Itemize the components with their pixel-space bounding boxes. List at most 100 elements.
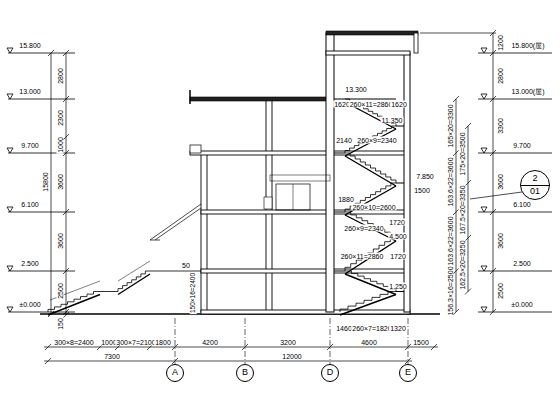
stair-steps: [345, 153, 396, 183]
drawing-label: ±0.000: [510, 301, 533, 308]
callout-divider: [521, 185, 549, 186]
drawing-label: 3200: [279, 339, 297, 346]
axis-line: [175, 318, 408, 364]
axis-label: E: [405, 368, 411, 377]
drawing-label: 1500: [412, 339, 430, 346]
window: [270, 175, 330, 181]
drawing-label: 4.500: [388, 233, 408, 240]
callout-number: 01: [530, 187, 540, 196]
stair-landing: [334, 99, 404, 292]
dimension-text: 175×20=3500: [459, 131, 466, 176]
drawing-label: 260×11=2860: [340, 253, 385, 260]
stair-slab: [340, 295, 396, 316]
drawing-label: 1880: [337, 196, 355, 203]
drawing-label: 1460: [335, 325, 353, 332]
drawing-label: 260×7=1820: [351, 325, 392, 332]
canopy: [150, 204, 201, 240]
wall: [201, 153, 207, 312]
elevation-marks: [7, 48, 552, 312]
dimension-text: 163.6×22=3600: [447, 156, 454, 207]
wall: [404, 53, 410, 312]
dimension-text: 156.3×16=2500: [447, 265, 454, 316]
dimension-text: 2800: [57, 67, 64, 85]
drawing-label: 300×7=2100: [115, 339, 156, 346]
stair-steps: [118, 271, 150, 292]
axis-label: A: [172, 368, 178, 377]
elevator-door: [293, 184, 294, 210]
callout-number: 2: [532, 174, 537, 183]
drawing-label: 260×11=2860: [349, 101, 394, 108]
drawing-label: 11.350: [381, 117, 404, 124]
floor-slab: [201, 269, 408, 273]
floor-slab: [190, 151, 408, 155]
stair-slab: [345, 156, 396, 186]
drawing-label: 6.100: [512, 201, 532, 208]
floor-slab: [326, 51, 410, 55]
drawing-label: 1800: [154, 339, 172, 346]
dimension-text: 2500: [57, 282, 64, 300]
drawing-label: 260×9=2340: [343, 225, 384, 232]
elevator-door: [276, 184, 310, 210]
stair-slab: [118, 274, 150, 295]
dimension-text: 3600: [497, 173, 504, 191]
callout-leader: [470, 192, 522, 199]
axis-bubble: E: [399, 364, 417, 382]
column: [326, 33, 334, 312]
dimension-text: 163.6×22=3600: [447, 215, 454, 266]
drawing-label: 1320: [389, 325, 407, 332]
drawing-label: ±0.000: [18, 301, 41, 308]
dimension-text: 3600: [57, 173, 64, 191]
elevation-line: [8, 53, 552, 312]
drawing-label: 4200: [201, 339, 219, 346]
drawing-label: 1.250: [388, 283, 408, 290]
dimension-text: 1000: [57, 136, 64, 154]
window: [264, 197, 272, 209]
floor-slab: [201, 310, 410, 314]
dimension-text: 165×20=3300: [447, 103, 454, 148]
dimension-text: 150: [57, 317, 64, 331]
axis-label: D: [327, 368, 334, 377]
dimension-text: 2500: [497, 282, 504, 300]
roof-slab: [326, 31, 418, 35]
drawing-label: 50: [181, 262, 191, 269]
drawing-label: 13.000: [18, 88, 41, 95]
drawing-label: 13.300: [344, 86, 367, 93]
dimension-text: 3600: [57, 232, 64, 250]
wall: [414, 33, 418, 53]
dimension-line: [453, 96, 471, 315]
axis-label: B: [242, 368, 248, 377]
drawing-label: 260×9=2340: [356, 137, 397, 144]
roof-slab: [190, 97, 330, 101]
axis-lines: [175, 318, 408, 364]
drawing-label: 6.100: [20, 201, 40, 208]
dimension-text: 2800: [497, 67, 504, 85]
drawing-label: 9.700: [512, 142, 532, 149]
axis-bubble: B: [236, 364, 254, 382]
drawing-label: 7300: [103, 353, 121, 360]
drawing-label: 4600: [360, 339, 378, 346]
dimension-text: 2300: [57, 109, 64, 127]
elevation-triangle: [7, 48, 487, 312]
drawing-label: 2.500: [512, 260, 532, 267]
dimension-text: 150×16=2400: [190, 272, 197, 314]
handrail: [50, 261, 150, 300]
drawing-label: 1720: [388, 219, 406, 226]
stair-steps: [340, 292, 396, 313]
dimension-line: [48, 50, 69, 318]
stair-flights: [48, 99, 404, 315]
drawing-label: 15.800: [18, 42, 41, 49]
drawing-label: 1620: [390, 101, 408, 108]
drawing-label: 260×10=2600: [351, 204, 396, 211]
dimension-text: 162.5×20=3250: [459, 239, 466, 290]
parapet: [190, 145, 201, 153]
drawing-label: 13.000(屋): [510, 88, 545, 95]
detail-callout: 201: [520, 170, 550, 200]
drawing-label: 300×8=2400: [53, 339, 94, 346]
parapet: [189, 90, 191, 104]
dimension-line: [44, 344, 438, 364]
dimension-text: 3300: [497, 117, 504, 135]
dimension-text: 15800: [42, 171, 49, 192]
drawing-label: 1500: [413, 187, 431, 194]
drawing-label: 1720: [389, 253, 407, 260]
